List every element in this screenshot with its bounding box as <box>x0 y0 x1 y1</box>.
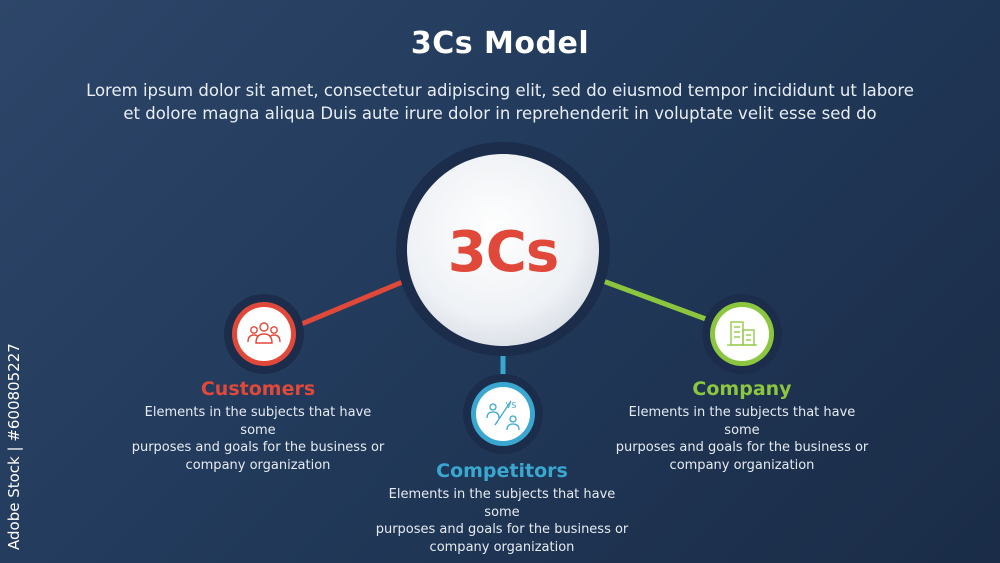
customers-heading: Customers <box>200 378 316 400</box>
company-desc-line: company organization <box>669 457 815 473</box>
node-competitors: VS <box>463 374 543 454</box>
node-company <box>702 294 782 374</box>
watermark-text: Adobe Stock | #600805227 <box>5 343 23 550</box>
subtitle-line-2: et dolore magna aliqua Duis aute irure d… <box>123 104 877 123</box>
customers-desc-line: Elements in the subjects that have some <box>144 405 372 438</box>
page-title: 3Cs Model <box>410 26 590 61</box>
competitors-desc-line: purposes and goals for the business or <box>375 522 629 537</box>
customers-desc-line: purposes and goals for the business or <box>131 440 385 455</box>
customers-desc-line: company organization <box>185 457 331 473</box>
hub-label: 3Cs <box>447 220 559 285</box>
company-heading: Company <box>692 378 792 400</box>
page-subtitle: Lorem ipsum dolor sit amet, consectetur … <box>40 79 960 125</box>
customers-description: Elements in the subjects that have some … <box>128 404 388 474</box>
hub-circle <box>407 154 599 346</box>
competitors-heading: Competitors <box>436 460 568 482</box>
competitors-desc-line: Elements in the subjects that have some <box>388 487 616 520</box>
people-group-icon <box>247 322 281 344</box>
subtitle-line-1: Lorem ipsum dolor sit amet, consectetur … <box>86 81 914 100</box>
competitors-desc-line: company organization <box>429 539 575 555</box>
company-desc-line: Elements in the subjects that have some <box>628 405 856 438</box>
competitors-description: Elements in the subjects that have some … <box>372 486 632 556</box>
company-desc-line: purposes and goals for the business or <box>615 440 869 455</box>
company-description: Elements in the subjects that have some … <box>612 404 872 474</box>
node-customers <box>224 294 304 374</box>
building-icon <box>727 321 757 346</box>
versus-icon-label: VS <box>506 401 517 410</box>
versus-icon <box>486 400 520 431</box>
connector-company <box>594 275 723 328</box>
